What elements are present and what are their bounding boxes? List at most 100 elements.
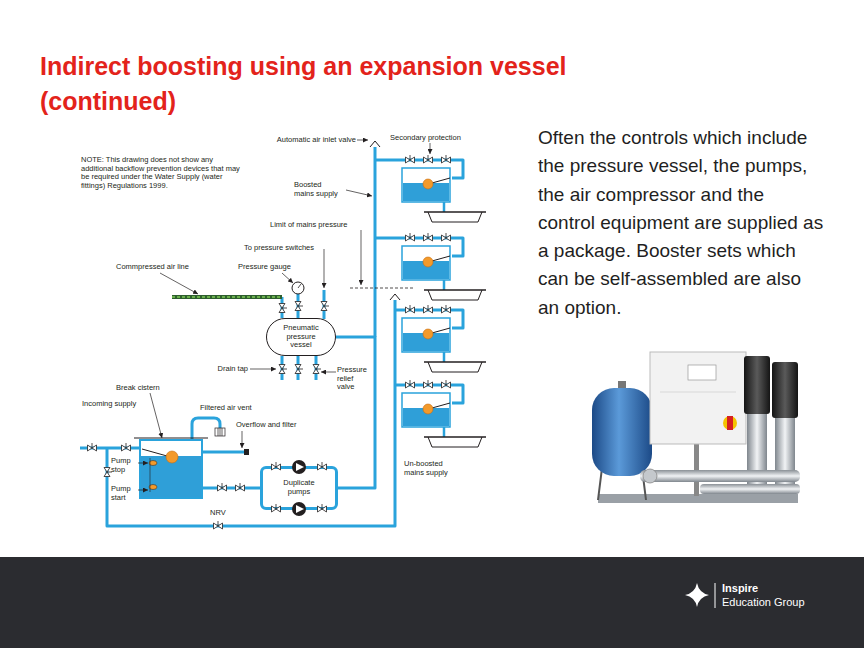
valve-symbol bbox=[321, 302, 329, 311]
pipe-label: Limit of mains pressure bbox=[270, 221, 370, 230]
booster-set-photo bbox=[694, 440, 699, 496]
valve-symbol bbox=[218, 483, 227, 491]
leader-line bbox=[357, 140, 368, 141]
break-cistern bbox=[140, 440, 202, 498]
leader-line bbox=[242, 431, 243, 448]
valve-symbol bbox=[236, 483, 245, 491]
pipework bbox=[202, 451, 248, 454]
booster-set-photo bbox=[650, 352, 746, 444]
booster-set-photo bbox=[598, 494, 798, 503]
logo-mark bbox=[685, 583, 709, 607]
pressure-vessel: Pneumatic pressure vessel bbox=[266, 318, 336, 356]
component-label: Filtered air vent bbox=[200, 404, 280, 413]
valve-symbol bbox=[279, 304, 287, 313]
valve-label: NRV bbox=[210, 509, 240, 518]
pipework bbox=[80, 147, 395, 526]
component-label: Break cistern bbox=[116, 384, 176, 393]
booster-set-photo bbox=[592, 388, 652, 476]
air-vent-filter bbox=[220, 428, 221, 436]
valve-label: Secondary protection bbox=[390, 134, 480, 143]
logo-text: Education Group bbox=[722, 596, 832, 609]
leader-line bbox=[430, 143, 431, 154]
booster-set-photo bbox=[700, 484, 800, 494]
overflow-filter bbox=[244, 449, 249, 455]
pump-set-box: Duplicate pumps bbox=[260, 466, 338, 510]
leader-line bbox=[324, 249, 325, 288]
pipework bbox=[375, 160, 395, 238]
pipe-connector bbox=[336, 337, 375, 488]
plumbing-illustration bbox=[395, 305, 486, 372]
break-cistern bbox=[150, 458, 151, 492]
compressed-air-line bbox=[172, 297, 282, 298]
pressure-gauge bbox=[298, 284, 301, 288]
pipe-label: Boosted mains supply bbox=[294, 181, 342, 198]
compressed-air-line bbox=[172, 295, 282, 299]
valve-symbol bbox=[272, 462, 327, 512]
plumbing-illustration bbox=[395, 380, 486, 447]
pipework bbox=[282, 356, 316, 380]
valve-symbol bbox=[88, 443, 97, 451]
pipework bbox=[80, 447, 140, 450]
drawing-note: NOTE: This drawing does not show any add… bbox=[81, 156, 241, 190]
booster-set-photo bbox=[642, 468, 646, 500]
booster-set-photo bbox=[688, 365, 716, 380]
booster-set-photo bbox=[727, 416, 733, 430]
air-vent-filter bbox=[215, 428, 225, 436]
break-cistern bbox=[141, 456, 201, 497]
pump-symbol bbox=[296, 505, 304, 513]
pump-symbol bbox=[292, 460, 306, 516]
pressure-gauge bbox=[292, 282, 304, 294]
valve-symbol bbox=[272, 504, 281, 512]
air-vent-filter bbox=[215, 428, 225, 436]
pump-symbol bbox=[292, 460, 306, 474]
valve-symbol bbox=[272, 462, 281, 470]
booster-set-photo bbox=[640, 470, 800, 482]
leader-line bbox=[150, 393, 162, 438]
valve-symbol bbox=[318, 462, 327, 470]
air-valve-symbol bbox=[390, 294, 400, 300]
compressed-air-line bbox=[172, 296, 282, 298]
leader-line bbox=[321, 372, 336, 373]
valve-label: Pressure relief valve bbox=[337, 366, 371, 392]
pipe-label: Un-boosted mains supply bbox=[404, 460, 460, 477]
booster-set-photo bbox=[723, 416, 737, 430]
break-cistern bbox=[134, 438, 208, 498]
valve-symbol bbox=[295, 365, 303, 374]
logo-mark bbox=[715, 583, 716, 608]
slide-title: Indirect boosting using an expansion ves… bbox=[40, 49, 680, 119]
pipework bbox=[282, 290, 324, 319]
limit-line bbox=[350, 288, 414, 289]
pipe-label: To pressure switches bbox=[244, 244, 334, 253]
valve-symbol bbox=[88, 302, 330, 530]
break-cistern bbox=[134, 437, 208, 438]
booster-set-photo bbox=[744, 356, 770, 414]
air-vent-filter bbox=[222, 428, 223, 436]
valve-symbol bbox=[122, 443, 131, 451]
logo-mark bbox=[685, 583, 715, 608]
leader-line bbox=[138, 490, 148, 491]
air-valve-symbol bbox=[370, 141, 380, 147]
break-cistern bbox=[166, 451, 178, 463]
body-text: Often the controls which include the pre… bbox=[538, 124, 826, 322]
booster-set-photo bbox=[598, 468, 602, 500]
pipe-label: Incoming supply bbox=[82, 400, 152, 409]
leader-line bbox=[282, 273, 293, 283]
break-cistern bbox=[149, 485, 157, 490]
node-label: Duplicate pumps bbox=[279, 479, 319, 496]
valve-label: Drain tap bbox=[210, 365, 248, 374]
break-cistern bbox=[142, 449, 167, 456]
booster-set-photo bbox=[747, 414, 767, 484]
booster-set-photo bbox=[775, 418, 795, 484]
component-label: Pressure gauge bbox=[238, 263, 308, 272]
logo-text: Inspire bbox=[722, 582, 812, 595]
leader-line bbox=[138, 463, 148, 464]
booster-set-photo bbox=[660, 392, 736, 393]
node-label: Pneumatic pressure vessel bbox=[278, 324, 324, 350]
valve-label: Automatic air inlet valve bbox=[238, 136, 356, 145]
pipe-label: Commpressed air line bbox=[116, 263, 206, 272]
break-cistern bbox=[149, 461, 157, 466]
booster-set-photo bbox=[618, 381, 626, 390]
pump-symbol bbox=[292, 502, 306, 516]
valve-symbol bbox=[214, 521, 223, 529]
